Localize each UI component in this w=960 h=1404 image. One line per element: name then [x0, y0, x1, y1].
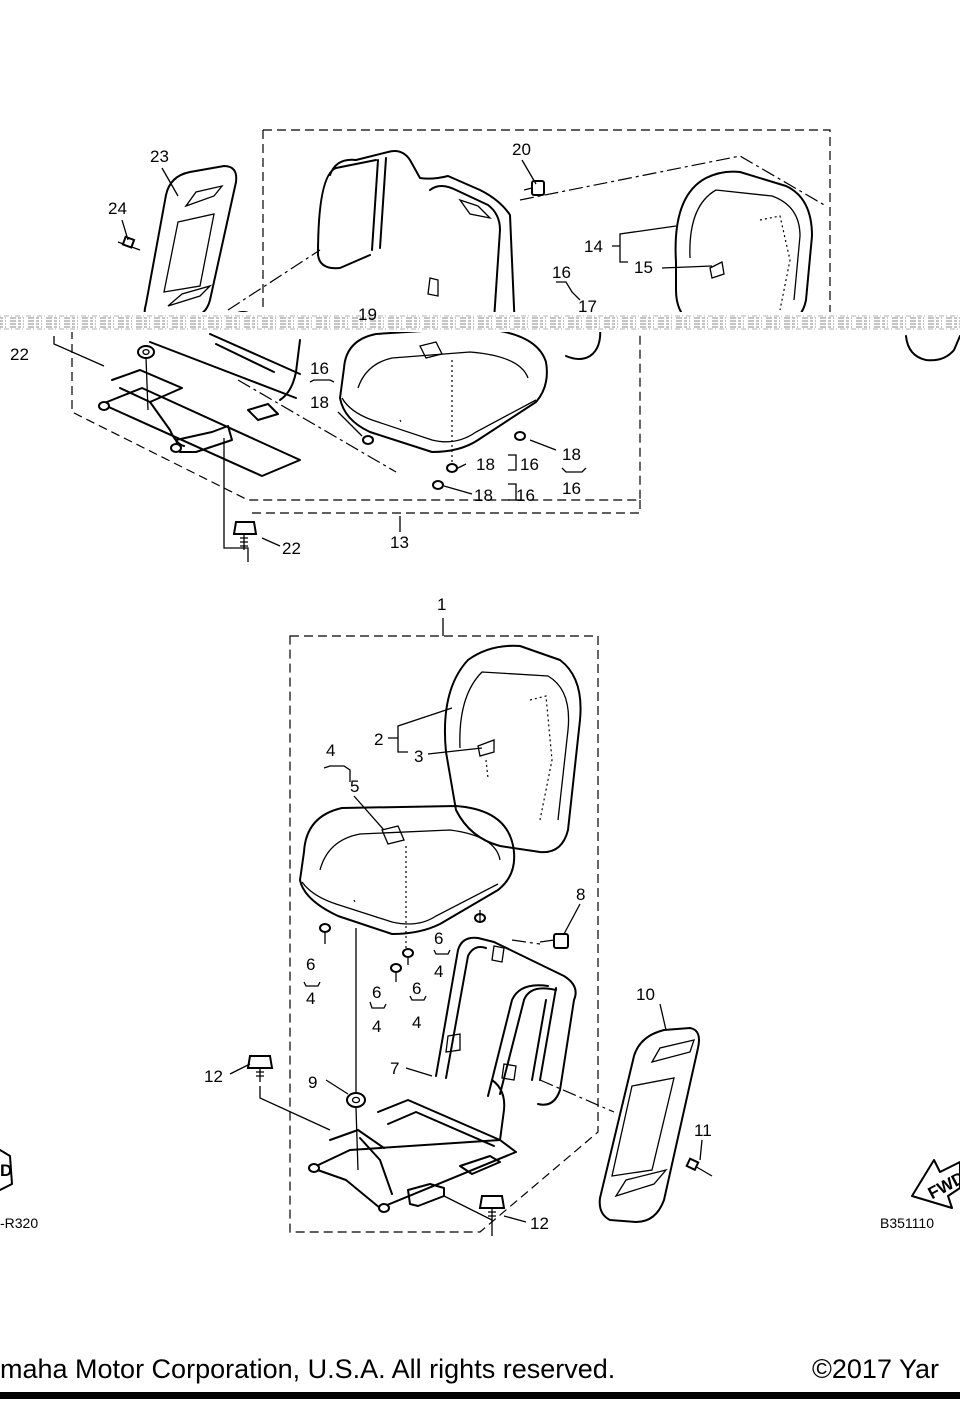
centerline-top-2: [519, 155, 827, 207]
fwd-label: FWD: [925, 1168, 960, 1203]
side-panel-23: [143, 165, 238, 323]
label-20: 20: [512, 140, 531, 159]
fwd-arrow-left-fragment-icon: D: [0, 1149, 13, 1191]
bolt-12-left: [246, 1055, 331, 1131]
backrest-cushion-14: [674, 170, 813, 323]
leader-lines-top: [121, 159, 713, 547]
centerline-bottom-1: [539, 1079, 615, 1113]
label-8: 8: [576, 885, 585, 904]
label-11: 11: [694, 1121, 712, 1140]
grommet-9: [346, 928, 366, 1171]
cushion-17-fragment: [565, 325, 602, 360]
label-16-a: 16: [552, 263, 571, 282]
centerline-top-1: [227, 249, 321, 311]
label-4-b: 4: [306, 989, 315, 1008]
copyright-footer: maha Motor Corporation, U.S.A. All right…: [0, 1354, 960, 1399]
fwd-arrow-icon: FWD: [911, 1159, 960, 1209]
bolt-20: [523, 180, 545, 196]
backrest-cushion-2: [443, 644, 582, 854]
label-15: 15: [634, 258, 653, 277]
label-16-b: 16: [310, 359, 329, 378]
label-4-d: 4: [412, 1013, 421, 1032]
bolt-12-right: [443, 1195, 506, 1236]
label-1: 1: [437, 595, 446, 614]
label-23: 23: [150, 147, 169, 166]
seat-base-frame-bottom: [308, 1079, 517, 1213]
centerline-top-3: [237, 379, 397, 473]
footer-bar: [0, 1392, 960, 1399]
seat-cushion-top: [339, 327, 548, 468]
label-5: 5: [350, 777, 359, 796]
label-6-d: 6: [434, 929, 443, 948]
label-12-right: 12: [530, 1214, 549, 1233]
centerline-bottom-2: [511, 939, 541, 945]
callout-labels: 23 24 20 14 15 16 17 19 22 16 18 18 16 1…: [0, 140, 934, 1233]
diagram-code-left: -R320: [0, 1215, 38, 1231]
label-24: 24: [108, 199, 127, 218]
label-7: 7: [390, 1059, 399, 1078]
label-17: 17: [578, 297, 597, 316]
footer-right-text: ©2017 Yar: [812, 1354, 939, 1384]
label-4-a: 4: [326, 741, 335, 760]
dampers-18: [362, 431, 526, 490]
bolt-22: [232, 521, 258, 550]
seat-cushion-4: [299, 805, 516, 948]
rivet-24: [117, 235, 141, 251]
label-19: 19: [358, 305, 377, 324]
leader-lines-bottom: [229, 618, 703, 1223]
label-18-a: 18: [310, 393, 329, 412]
label-6-c: 6: [412, 979, 421, 998]
label-16-c: 16: [520, 455, 539, 474]
footer-left-text: maha Motor Corporation, U.S.A. All right…: [0, 1354, 615, 1384]
bracket-22-left: [53, 336, 105, 367]
label-6-b: 6: [372, 983, 381, 1002]
label-16-d: 16: [516, 486, 535, 505]
backrest-frame-top: [317, 150, 516, 331]
label-18-b: 18: [476, 455, 495, 474]
scan-noise-band: [0, 312, 960, 332]
seat-base-frame-top: [98, 333, 301, 477]
rivet-11: [685, 1157, 713, 1177]
label-18-c: 18: [474, 486, 493, 505]
label-14: 14: [584, 237, 603, 256]
side-panel-10: [598, 1027, 700, 1223]
label-22-left: 22: [10, 345, 29, 364]
label-2: 2: [374, 730, 383, 749]
label-4-c: 4: [372, 1017, 381, 1036]
label-22-right: 22: [282, 539, 301, 558]
label-4-e: 4: [434, 962, 443, 981]
label-12-left: 12: [204, 1067, 223, 1086]
dampers-6: [319, 910, 486, 982]
label-18-d: 18: [562, 445, 581, 464]
label-16-e: 16: [562, 479, 581, 498]
label-6-a: 6: [306, 955, 315, 974]
fwd-left-label: D: [0, 1161, 12, 1180]
bolt-8: [539, 933, 569, 949]
assembly-13-boundary: [71, 129, 831, 514]
assembly-13: [53, 129, 960, 562]
cut-off-part-right: [905, 335, 960, 362]
assembly-1-boundary: [289, 635, 599, 1233]
assembly-1: [246, 635, 713, 1236]
backrest-frame-7: [435, 936, 577, 1106]
label-10: 10: [636, 985, 655, 1004]
label-3: 3: [414, 747, 423, 766]
label-9: 9: [308, 1073, 317, 1092]
bracket-22-leader: [223, 438, 249, 562]
label-13: 13: [390, 533, 409, 552]
diagram-code-right: B351110: [880, 1215, 934, 1231]
